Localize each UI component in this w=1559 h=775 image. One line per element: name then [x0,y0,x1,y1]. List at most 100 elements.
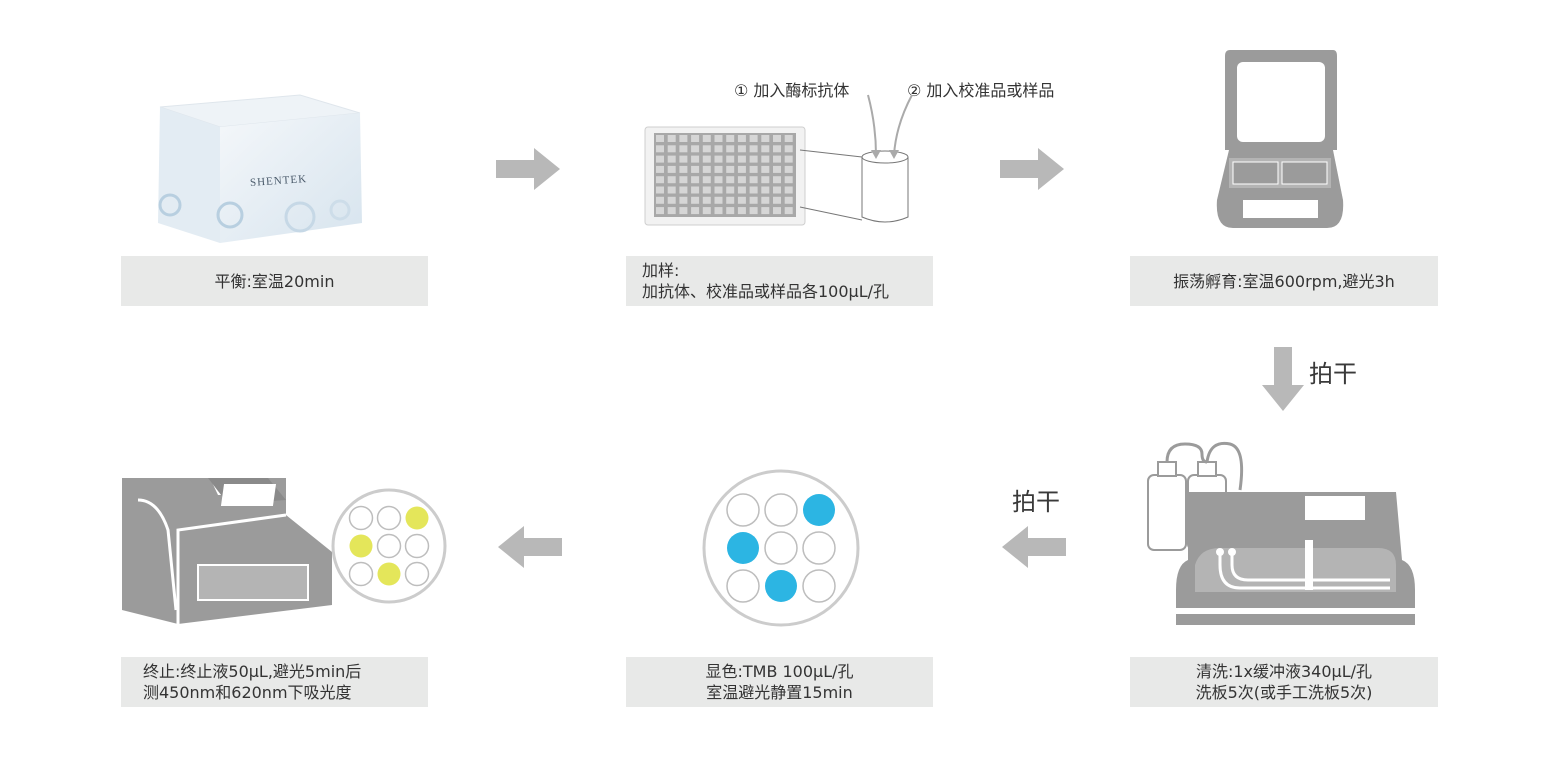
plate-reader-image [122,478,332,624]
plate-well [737,186,746,194]
plate-well [773,186,781,194]
tmb-wells-image [702,469,860,627]
plate-well [726,186,735,194]
plate-well [679,145,688,153]
plate-well [656,196,664,204]
plate-well [784,155,793,163]
plate-well [784,196,793,204]
plate-well [656,165,664,173]
arrow-left-icon [498,526,562,568]
plate-well [702,207,711,215]
plate-well [679,155,688,163]
plate-well [656,176,664,184]
plate-well [726,135,735,142]
caption-add-sample: 加样: 加抗体、校准品或样品各100μL/孔 [626,256,933,306]
caption-wash-line1: 清洗:1x缓冲液340μL/孔 [1195,662,1373,681]
plate-well [679,165,688,173]
plate-well [749,186,758,194]
plate-well [761,176,770,184]
plate-well [761,155,770,163]
plate-well [737,135,746,142]
caption-stop-line2: 测450nm和620nm下吸光度 [143,683,352,702]
arrow-left-icon [1002,526,1066,568]
plate-well [761,135,770,142]
plate-well [773,145,781,153]
well-empty [404,561,430,587]
caption-incubate-line1: 振荡孵育:室温600rpm,避光3h [1173,271,1395,291]
plate-well [679,207,688,215]
microplate-image [644,94,913,226]
plate-well [679,186,688,194]
well-empty [764,493,798,527]
plate-well [714,155,723,163]
well-empty [376,505,402,531]
well-empty [348,561,374,587]
caption-incubate: 振荡孵育:室温600rpm,避光3h [1130,256,1438,306]
arrow-down-icon [1262,347,1304,411]
plate-well [749,145,758,153]
well-yellow [349,534,373,558]
plate-well [656,155,664,163]
well-yellow [377,562,401,586]
plate-well [691,145,700,153]
plate-well [656,135,664,142]
label-pat-dry-2: 拍干 [1012,488,1060,516]
caption-stop: 终止:终止液50μL,避光5min后 测450nm和620nm下吸光度 [121,657,428,707]
plate-well [679,176,688,184]
plate-well [667,176,676,184]
plate-well [749,207,758,215]
plate-well [691,135,700,142]
plate-well [691,155,700,163]
plate-well [667,155,676,163]
plate-well [749,155,758,163]
well-empty [802,531,836,565]
plate-well [726,196,735,204]
caption-add-sample-line1: 加样: [642,261,680,280]
plate-well [656,186,664,194]
well-empty [348,505,374,531]
caption-wash: 清洗:1x缓冲液340μL/孔 洗板5次(或手工洗板5次) [1130,657,1438,707]
caption-wash-line2: 洗板5次(或手工洗板5次) [1195,683,1373,702]
plate-well [691,207,700,215]
plate-well [667,196,676,204]
arrow-right-icon [496,148,560,190]
kit-box-image [158,94,362,243]
plate-well [737,176,746,184]
plate-well [714,186,723,194]
plate-well [691,165,700,173]
plate-well [714,176,723,184]
plate-well [679,135,688,142]
plate-well [714,207,723,215]
well-empty [404,533,430,559]
plate-well [737,165,746,173]
plate-well [773,135,781,142]
plate-well [773,176,781,184]
label-pat-dry-1: 拍干 [1309,360,1357,388]
plate-well [714,135,723,142]
plate-well [784,186,793,194]
plate-well [714,165,723,173]
plate-well [667,207,676,215]
plate-well [726,155,735,163]
well-empty [764,531,798,565]
plate-well [749,135,758,142]
plate-well [761,207,770,215]
shaker-incubator-image [1216,50,1344,228]
plate-well [656,207,664,215]
plate-well [761,145,770,153]
plate-well [714,196,723,204]
caption-stop-line1: 终止:终止液50μL,避光5min后 [143,662,362,681]
plate-well [784,135,793,142]
plate-well [667,135,676,142]
plate-well [702,176,711,184]
plate-well [714,145,723,153]
plate-well [784,176,793,184]
label-add-sample: ② 加入校准品或样品 [907,81,1055,100]
plate-well [773,196,781,204]
plate-well [749,196,758,204]
plate-well [761,196,770,204]
plate-well [761,186,770,194]
plate-well [749,165,758,173]
well-blue [765,570,797,602]
plate-well [726,165,735,173]
